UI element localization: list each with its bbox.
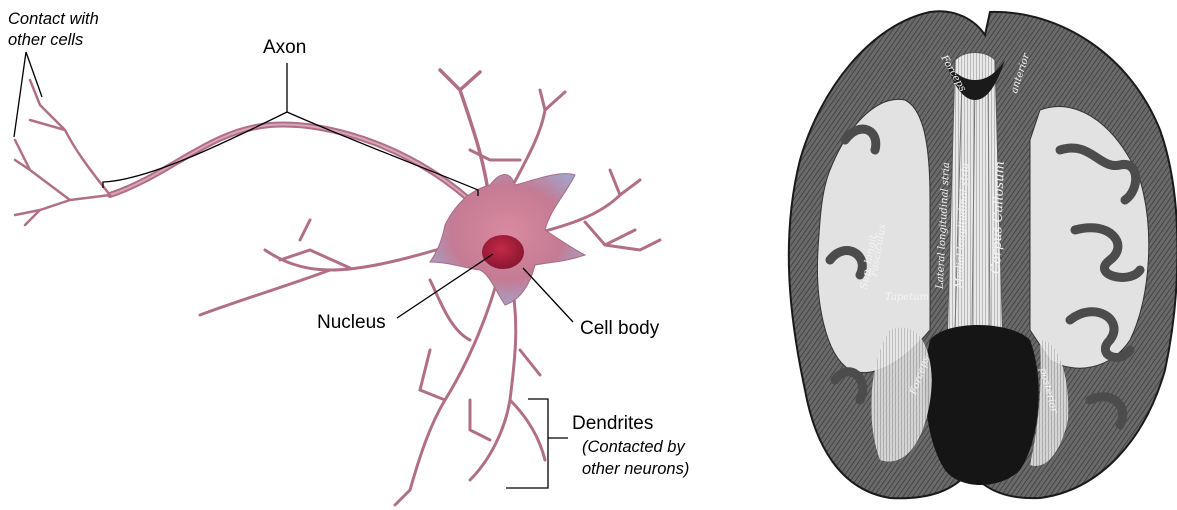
tapetum-label: Tapetum <box>885 292 929 303</box>
posterior-ventricle <box>925 325 1039 485</box>
